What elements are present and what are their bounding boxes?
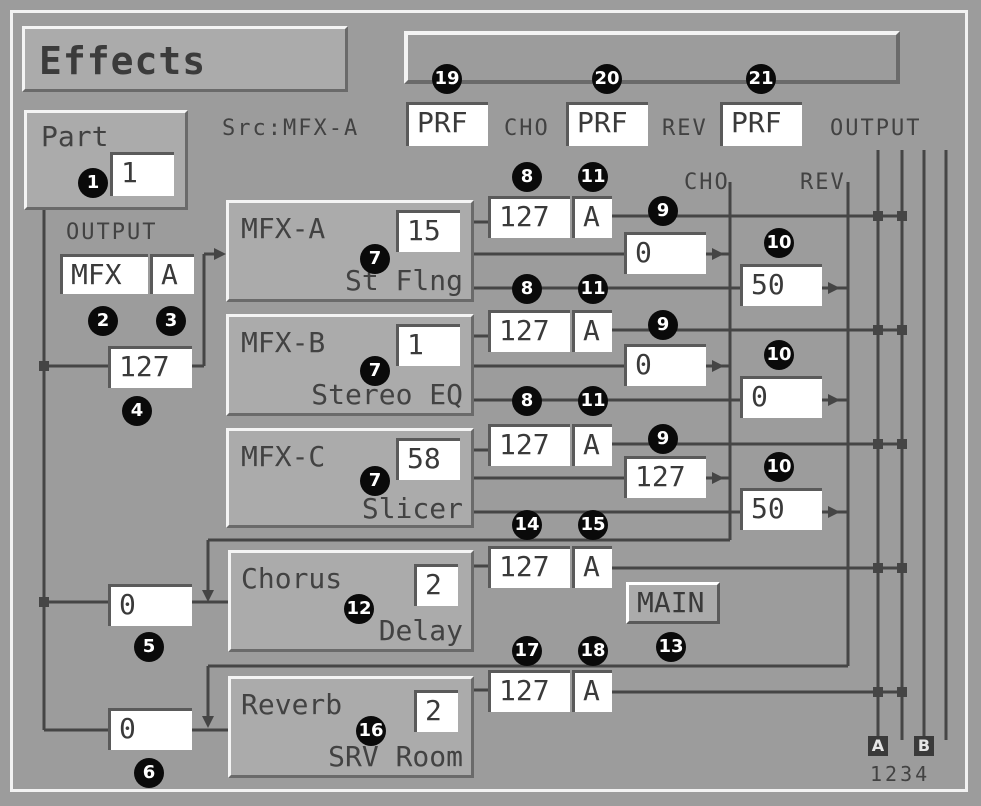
callout-badge-9b: 9	[648, 310, 678, 340]
callout-badge-4: 4	[122, 396, 152, 426]
mfx-a-rev-send-field[interactable]: 50	[740, 264, 822, 306]
callout-badge-8a: 8	[512, 162, 542, 192]
chorus-output-select-field[interactable]: MAIN	[626, 582, 720, 624]
callout-badge-17: 17	[512, 636, 542, 666]
part-label: Part	[41, 120, 109, 153]
mfx-c-cho-send-field[interactable]: 127	[624, 456, 706, 498]
src-rev-label: REV	[662, 116, 708, 141]
reverb-number-field[interactable]: 2	[414, 690, 458, 732]
src-cho-label: CHO	[504, 116, 550, 141]
chorus-number-field[interactable]: 2	[414, 564, 458, 606]
callout-badge-20: 20	[592, 64, 622, 94]
output-dest-field[interactable]: MFX	[60, 254, 148, 294]
reverb-out-assign-field[interactable]: A	[572, 670, 612, 712]
rev-bus-label: REV	[800, 170, 846, 195]
src-rev-field[interactable]: PRF	[720, 102, 802, 146]
callout-badge-10c: 10	[764, 452, 794, 482]
callout-badge-13: 13	[656, 632, 686, 662]
callout-badge-10a: 10	[764, 228, 794, 258]
chorus-type: Delay	[378, 614, 463, 647]
mfx-c-rev-send-field[interactable]: 50	[740, 488, 822, 530]
mfx-c-out-level-field[interactable]: 127	[488, 424, 570, 466]
callout-badge-19: 19	[432, 64, 462, 94]
output-assign-field[interactable]: A	[150, 254, 194, 294]
callout-badge-15: 15	[578, 510, 608, 540]
callout-badge-12: 12	[344, 594, 374, 624]
output-numbers: 1234	[870, 762, 931, 786]
reverb-send-level-field[interactable]: 0	[108, 708, 192, 750]
output-level-field[interactable]: 127	[108, 346, 192, 388]
mfx-a-name: MFX-A	[241, 212, 326, 245]
screen-frame	[10, 10, 968, 792]
mfx-b-number-field[interactable]: 1	[396, 324, 460, 366]
chorus-out-assign-field[interactable]: A	[572, 546, 612, 588]
part-number-field[interactable]: 1	[110, 152, 174, 196]
chorus-name: Chorus	[241, 562, 343, 595]
mfx-b-rev-send-field[interactable]: 0	[740, 376, 822, 418]
callout-badge-16: 16	[356, 716, 386, 746]
callout-badge-18: 18	[578, 636, 608, 666]
callout-badge-9a: 9	[648, 196, 678, 226]
cho-bus-label: CHO	[684, 170, 730, 195]
mfx-a-type: St Flng	[344, 264, 463, 297]
callout-badge-3: 3	[156, 306, 186, 336]
mfx-a-out-level-field[interactable]: 127	[488, 196, 570, 238]
callout-badge-7a: 7	[360, 244, 390, 274]
mfx-c-number-field[interactable]: 58	[396, 438, 460, 480]
src-mfx-field[interactable]: PRF	[406, 102, 488, 146]
part-box: Part	[24, 110, 188, 210]
callout-badge-11c: 11	[578, 386, 608, 416]
mfx-b-out-assign-field[interactable]: A	[572, 310, 612, 352]
mfx-c-name: MFX-C	[241, 440, 326, 473]
output-label-right: OUTPUT	[830, 116, 922, 141]
callout-badge-9c: 9	[648, 424, 678, 454]
reverb-type: SRV Room	[328, 740, 463, 773]
reverb-out-level-field[interactable]: 127	[488, 670, 570, 712]
callout-badge-2: 2	[88, 306, 118, 336]
callout-badge-6: 6	[134, 758, 164, 788]
message-area	[404, 31, 900, 84]
chorus-out-level-field[interactable]: 127	[488, 546, 570, 588]
src-cho-field[interactable]: PRF	[566, 102, 648, 146]
mfx-a-cho-send-field[interactable]: 0	[624, 232, 706, 274]
callout-badge-1: 1	[78, 168, 108, 198]
callout-badge-10b: 10	[764, 340, 794, 370]
reverb-name: Reverb	[241, 688, 343, 721]
page-title: Effects	[39, 39, 207, 83]
src-label: Src:MFX-A	[222, 116, 360, 141]
mfx-b-name: MFX-B	[241, 326, 326, 359]
mfx-b-out-level-field[interactable]: 127	[488, 310, 570, 352]
callout-badge-5: 5	[134, 632, 164, 662]
mfx-a-number-field[interactable]: 15	[396, 210, 460, 252]
chorus-send-level-field[interactable]: 0	[108, 584, 192, 626]
mfx-a-out-assign-field[interactable]: A	[572, 196, 612, 238]
output-label-left: OUTPUT	[66, 220, 158, 245]
callout-badge-8b: 8	[512, 274, 542, 304]
callout-badge-14: 14	[512, 510, 542, 540]
callout-badge-11a: 11	[578, 162, 608, 192]
mfx-b-cho-send-field[interactable]: 0	[624, 344, 706, 386]
title-box: Effects	[22, 26, 348, 92]
mfx-b-type: Stereo EQ	[311, 378, 463, 411]
callout-badge-21: 21	[746, 64, 776, 94]
callout-badge-8c: 8	[512, 386, 542, 416]
mfx-c-type: Slicer	[361, 492, 463, 525]
callout-badge-7b: 7	[360, 356, 390, 386]
output-a-tag: A	[868, 736, 888, 756]
callout-badge-11b: 11	[578, 274, 608, 304]
callout-badge-7c: 7	[360, 466, 390, 496]
output-b-tag: B	[914, 736, 934, 756]
mfx-c-out-assign-field[interactable]: A	[572, 424, 612, 466]
